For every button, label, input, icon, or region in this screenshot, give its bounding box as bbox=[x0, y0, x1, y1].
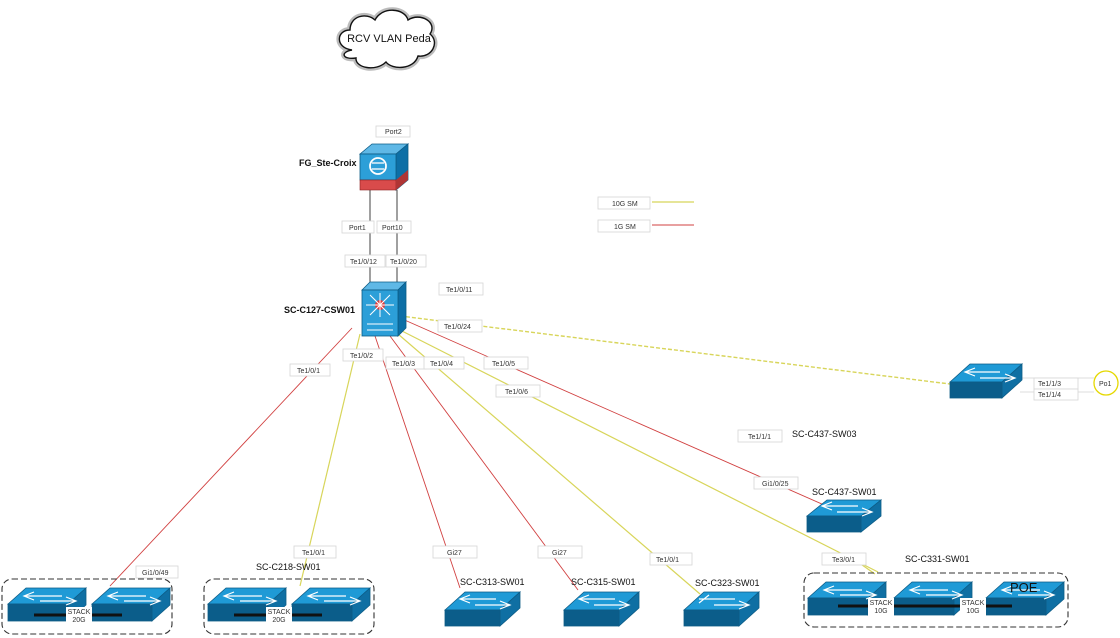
link-te3-0-1: Te3/0/1 bbox=[832, 557, 855, 564]
connection-lines bbox=[109, 190, 1094, 595]
link-gi27-c315: Gi27 bbox=[552, 550, 567, 557]
multilayer-switch-icon bbox=[361, 281, 407, 337]
link-te1-1-3: Te1/1/3 bbox=[1038, 381, 1061, 388]
switch-icon bbox=[562, 591, 641, 627]
legend-10g-label: 10G SM bbox=[612, 201, 638, 208]
firewall-port-left: Port1 bbox=[349, 225, 366, 232]
core-spare-port: Te1/0/11 bbox=[446, 287, 472, 294]
core-name: SC-C127-CSW01 bbox=[284, 305, 355, 315]
link-te1-0-2: Te1/0/2 bbox=[350, 353, 373, 360]
cloud-icon bbox=[336, 7, 438, 71]
core-port-right: Te1/0/20 bbox=[390, 259, 417, 266]
switch-c437-sw01-name: SC-C437-SW01 bbox=[812, 487, 877, 497]
switch-icon bbox=[984, 581, 1066, 616]
switch-icon bbox=[6, 587, 88, 622]
poe-label: POE bbox=[1010, 580, 1038, 595]
legend: 10G SM 1G SM bbox=[597, 196, 694, 233]
link-gi27-c313: Gi27 bbox=[447, 550, 462, 557]
switch-icon bbox=[948, 363, 1024, 399]
link-gi1-0-25: Gi1/0/25 bbox=[762, 481, 789, 488]
switch-c331-name: SC-C331-SW01 bbox=[905, 554, 970, 564]
switch-icon bbox=[90, 587, 172, 622]
link-gi1-0-49: Gi1/0/49 bbox=[142, 570, 169, 577]
core-port-left: Te1/0/12 bbox=[350, 259, 377, 266]
po1-circle bbox=[1093, 370, 1119, 396]
stack-group-mid bbox=[203, 578, 375, 635]
cloud-label: RCV VLAN Peda bbox=[347, 33, 432, 45]
link-te1-0-6: Te1/0/6 bbox=[505, 389, 528, 396]
link-te1-0-1-c218: Te1/0/1 bbox=[302, 550, 325, 557]
firewall-top-port: Port2 bbox=[385, 129, 402, 136]
firewall-port-right: Port10 bbox=[382, 225, 403, 232]
link-te1-0-1: Te1/0/1 bbox=[297, 368, 320, 375]
switch-icon bbox=[290, 587, 372, 622]
firewall-name: FG_Ste-Croix bbox=[299, 158, 357, 168]
link-te1-0-1-c323: Te1/0/1 bbox=[656, 557, 679, 564]
switch-icon bbox=[443, 591, 522, 627]
link-te1-0-3: Te1/0/3 bbox=[392, 361, 415, 368]
switch-icon bbox=[682, 591, 761, 627]
link-te1-0-4: Te1/0/4 bbox=[430, 361, 453, 368]
stack-group-right bbox=[803, 572, 1069, 628]
switch-c437-sw03-name: SC-C437-SW03 bbox=[792, 429, 857, 439]
link-te1-0-24: Te1/0/24 bbox=[444, 324, 471, 331]
link-te1-0-5: Te1/0/5 bbox=[492, 361, 515, 368]
link-te1-1-4: Te1/1/4 bbox=[1038, 392, 1061, 399]
switch-c323-name: SC-C323-SW01 bbox=[695, 578, 760, 588]
po1-label: Po1 bbox=[1099, 381, 1112, 388]
firewall-icon bbox=[358, 143, 410, 191]
switch-icon bbox=[805, 499, 883, 533]
link-te1-1-1: Te1/1/1 bbox=[748, 434, 771, 441]
legend-1g-label: 1G SM bbox=[614, 224, 636, 231]
switch-c218-name: SC-C218-SW01 bbox=[256, 562, 321, 572]
stack-group-left bbox=[1, 578, 173, 635]
switch-c315-name: SC-C315-SW01 bbox=[571, 577, 636, 587]
switch-c313-name: SC-C313-SW01 bbox=[460, 577, 525, 587]
